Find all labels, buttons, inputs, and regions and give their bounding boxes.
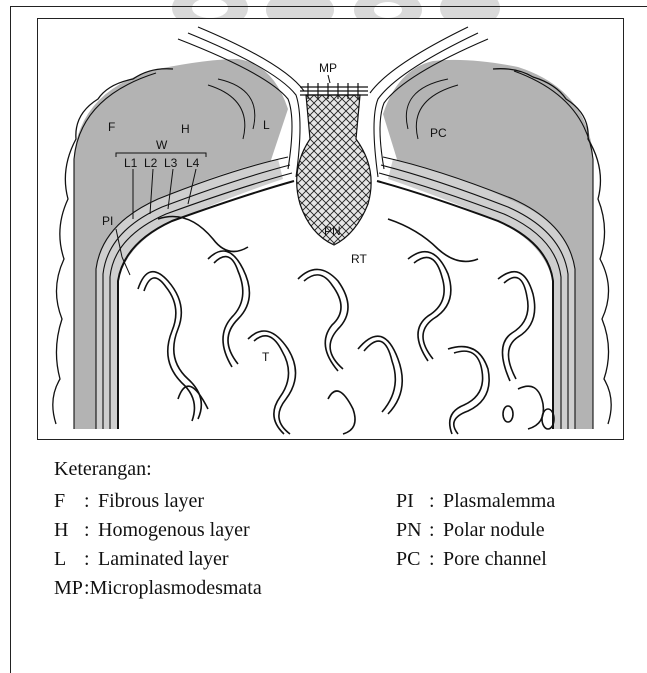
label-t: T <box>262 350 270 364</box>
legend-column-right: PI:Plasmalemma PN:Polar nodule PC:Pore c… <box>396 487 555 574</box>
legend-separator: : <box>84 487 98 516</box>
legend-abbr: PN <box>396 516 429 545</box>
legend-text: Homogenous layer <box>98 516 250 545</box>
page-border-left <box>10 6 11 673</box>
cell-wall-diagram: MP F H W L1 L2 L3 L4 PC PI PN RT T L <box>38 19 623 439</box>
label-mp: MP <box>319 61 337 75</box>
label-pc: PC <box>430 126 447 140</box>
legend-item: H:Homogenous layer <box>54 516 262 545</box>
label-l1: L1 <box>124 156 138 170</box>
legend-item: PN:Polar nodule <box>396 516 555 545</box>
label-l2: L2 <box>144 156 158 170</box>
label-l3: L3 <box>164 156 178 170</box>
figure-frame: MP F H W L1 L2 L3 L4 PC PI PN RT T L <box>37 18 624 440</box>
legend-separator: : <box>84 545 98 574</box>
legend-abbr: MP <box>54 574 84 603</box>
legend-separator: : <box>429 487 443 516</box>
label-h: H <box>181 122 190 136</box>
label-l: L <box>263 118 270 132</box>
legend-abbr: PI <box>396 487 429 516</box>
legend-item: L:Laminated layer <box>54 545 262 574</box>
legend-item: F:Fibrous layer <box>54 487 262 516</box>
legend-text: Polar nodule <box>443 516 545 545</box>
tubular-structures <box>138 217 554 435</box>
legend-abbr: H <box>54 516 84 545</box>
legend-title: Keterangan: <box>54 458 152 481</box>
legend-abbr: L <box>54 545 84 574</box>
pore-channel-region <box>297 95 371 245</box>
legend-text: Pore channel <box>443 545 547 574</box>
legend-separator: : <box>429 516 443 545</box>
legend-column-left: F:Fibrous layer H:Homogenous layer L:Lam… <box>54 487 262 603</box>
legend-separator: : <box>84 516 98 545</box>
page-border-top <box>10 6 647 7</box>
label-rt: RT <box>351 252 367 266</box>
legend-item: PI:Plasmalemma <box>396 487 555 516</box>
legend-separator: : <box>429 545 443 574</box>
label-w: W <box>156 138 168 152</box>
legend-text: Microplasmodesmata <box>90 574 262 603</box>
legend-item: PC:Pore channel <box>396 545 555 574</box>
label-pn: PN <box>324 224 341 238</box>
legend-abbr: F <box>54 487 84 516</box>
label-pi: PI <box>102 214 113 228</box>
legend-abbr: PC <box>396 545 429 574</box>
label-f: F <box>108 120 115 134</box>
label-l4: L4 <box>186 156 200 170</box>
legend-text: Laminated layer <box>98 545 229 574</box>
legend-text: Fibrous layer <box>98 487 204 516</box>
legend-text: Plasmalemma <box>443 487 555 516</box>
legend-item: MP:Microplasmodesmata <box>54 574 262 603</box>
